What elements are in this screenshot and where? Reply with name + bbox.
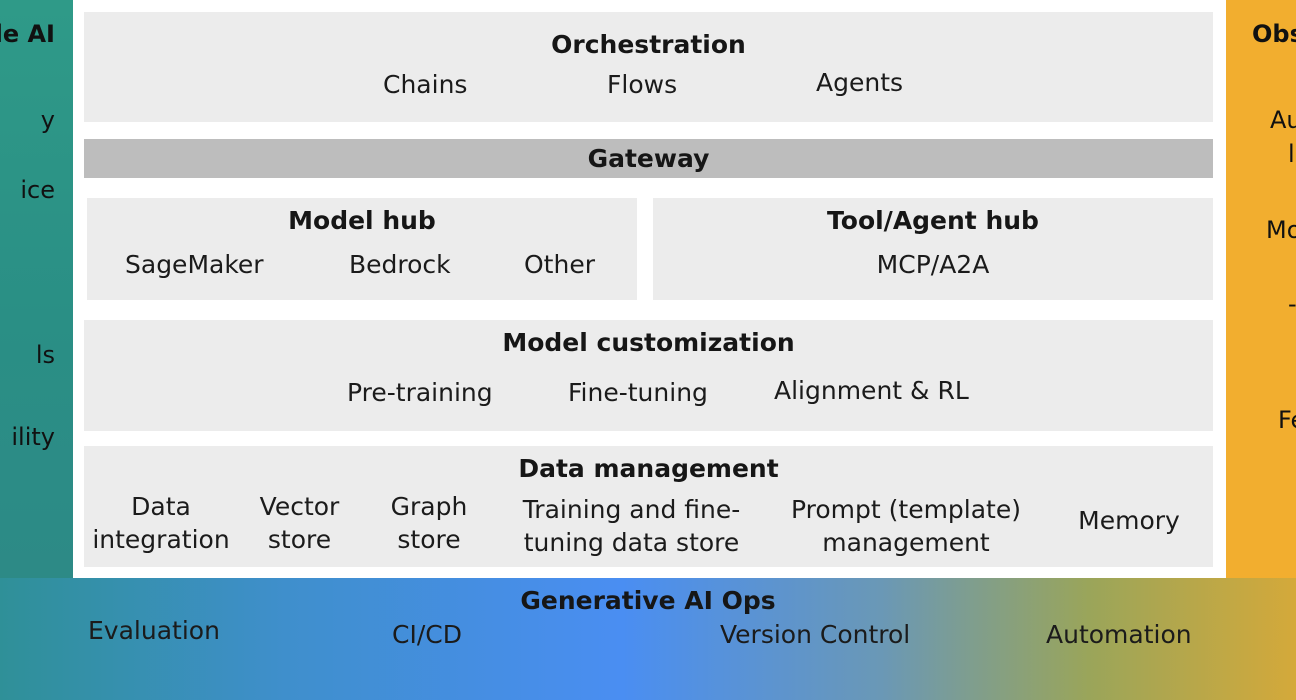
left-pillar: le AI y ice ls ility [0, 0, 73, 578]
ops-item: Evaluation [88, 616, 220, 645]
right-pillar-item: - [1288, 290, 1296, 318]
right-pillar-item: l [1288, 140, 1295, 168]
ops-item: Version Control [720, 620, 911, 649]
model-hub-item: Other [524, 250, 595, 279]
right-pillar: Obs Au l Mo - Fe [1226, 0, 1296, 578]
left-pillar-title: le AI [0, 20, 55, 48]
right-pillar-item: Mo [1266, 216, 1296, 244]
model-hub-item: Bedrock [349, 250, 451, 279]
right-pillar-item: Fe [1278, 406, 1296, 434]
model-customization-item: Pre-training [347, 378, 493, 407]
orchestration-item: Flows [607, 70, 678, 99]
model-customization-title: Model customization [502, 328, 795, 357]
tool-agent-hub-title: Tool/Agent hub [827, 206, 1039, 235]
tool-agent-hub-layer: Tool/Agent hub MCP/A2A [653, 198, 1213, 300]
orchestration-title: Orchestration [551, 30, 746, 59]
ops-title: Generative AI Ops [520, 586, 776, 615]
data-management-item: Vector store [259, 492, 340, 554]
left-pillar-item: y [40, 106, 55, 134]
left-pillar-item: ls [35, 341, 55, 369]
orchestration-item: Chains [383, 70, 468, 99]
model-customization-layer: Model customization Pre-training Fine-tu… [84, 320, 1213, 431]
right-pillar-title: Obs [1252, 20, 1296, 48]
generative-ai-ops-band: Generative AI Ops Evaluation CI/CD Versi… [0, 578, 1296, 700]
model-hub-layer: Model hub SageMaker Bedrock Other [87, 198, 637, 300]
tool-agent-hub-item: MCP/A2A [876, 250, 990, 279]
data-management-item: Memory [1078, 506, 1180, 535]
model-hub-title: Model hub [288, 206, 436, 235]
right-pillar-item: Au [1270, 106, 1296, 134]
data-management-item: Prompt (template) management [791, 495, 1021, 557]
gateway-bar: Gateway [84, 139, 1213, 178]
model-hub-item: SageMaker [125, 250, 264, 279]
model-customization-item: Fine-tuning [568, 378, 708, 407]
left-pillar-item: ility [11, 423, 55, 451]
data-management-item: Data integration [92, 492, 230, 554]
data-management-item: Graph store [390, 492, 468, 554]
data-management-layer: Data management Data integration Vector … [84, 446, 1213, 567]
data-management-title: Data management [518, 454, 779, 483]
data-management-item: Training and fine-tuning data store [522, 495, 741, 557]
left-pillar-item: ice [20, 176, 55, 204]
orchestration-layer: Orchestration Chains Flows Agents [84, 12, 1213, 122]
ops-item: Automation [1046, 620, 1192, 649]
model-customization-item: Alignment & RL [774, 376, 969, 405]
gateway-title: Gateway [587, 144, 710, 173]
ops-item: CI/CD [392, 620, 462, 649]
orchestration-item: Agents [816, 68, 904, 97]
